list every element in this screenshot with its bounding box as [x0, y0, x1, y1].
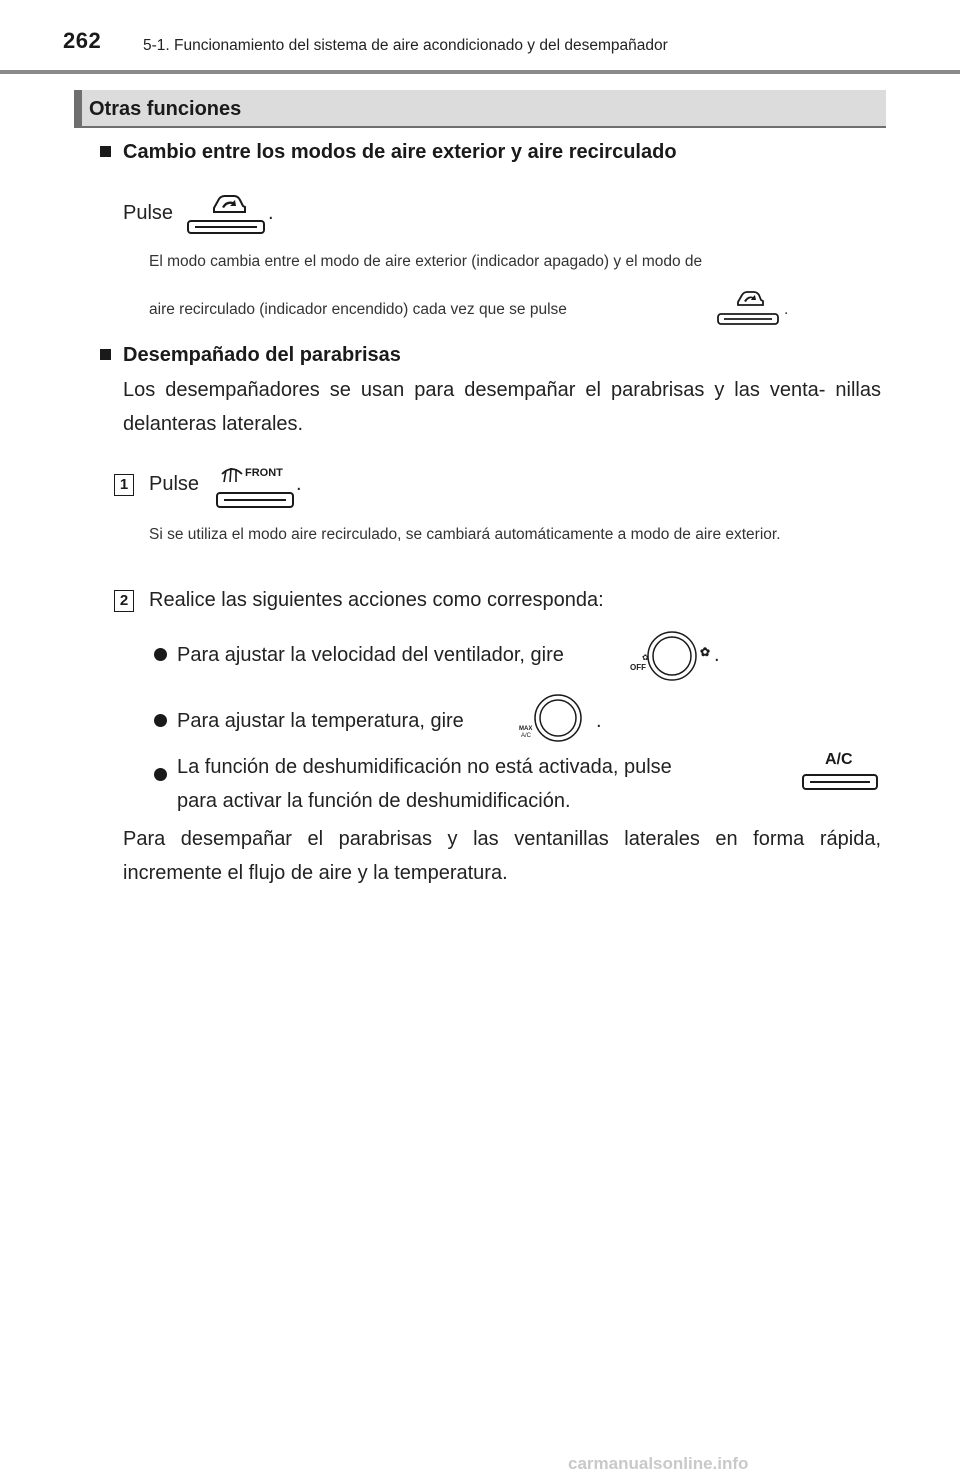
step2-text: Realice las siguientes acciones como cor…: [149, 589, 604, 611]
fan-speed-knob-icon: ✿ OFF ✿: [626, 628, 714, 684]
defog-heading: Desempañado del parabrisas: [123, 344, 401, 366]
max-ac-label: A/C: [521, 733, 532, 739]
ac-label: A/C: [825, 751, 853, 768]
fan-speed-period: .: [714, 644, 720, 666]
section-band: [74, 90, 886, 128]
svg-text:✿: ✿: [700, 645, 710, 659]
header-rule: [0, 70, 960, 74]
recirc-heading: Cambio entre los modos de aire exterior …: [123, 141, 677, 163]
recirc-note-period: .: [784, 301, 789, 318]
ac-text-line2: para activar la función de deshumidifica…: [177, 790, 571, 812]
step1-period: .: [296, 473, 302, 495]
square-bullet: [100, 349, 111, 360]
chapter-title: 5-1. Funcionamiento del sistema de aire …: [143, 37, 668, 54]
max-label: MAX: [519, 726, 532, 732]
square-bullet: [100, 146, 111, 157]
front-label: FRONT: [245, 467, 283, 479]
step1-pulse-label: Pulse: [149, 473, 200, 495]
page-number: 262: [63, 28, 102, 53]
ac-button-icon: A/C: [801, 744, 881, 796]
step-number-2: 2: [114, 590, 134, 612]
round-bullet: [154, 768, 167, 781]
ac-text: La función de deshumidificación no está …: [177, 756, 672, 778]
temperature-text: Para ajustar la temperatura, gire: [177, 710, 464, 732]
step-number-1: 1: [114, 474, 134, 496]
recirculation-button-icon: [186, 190, 266, 236]
fan-off-label: OFF: [630, 663, 646, 672]
fan-speed-text: Para ajustar la velocidad del ventilador…: [177, 644, 564, 666]
recirc-note-line1: El modo cambia entre el modo de aire ext…: [149, 253, 703, 270]
svg-text:✿: ✿: [642, 653, 649, 662]
round-bullet: [154, 648, 167, 661]
section-title: Otras funciones: [89, 98, 242, 120]
closing-paragraph: Para desempañar el parabrisas y las vent…: [123, 828, 881, 884]
recirc-pulse-label: Pulse: [123, 202, 174, 224]
recirc-period: .: [268, 202, 274, 224]
defog-intro: Los desempañadores se usan para desempañ…: [123, 379, 881, 435]
temperature-period: .: [596, 710, 602, 732]
step1-note: Si se utiliza el modo aire recirculado, …: [149, 526, 781, 543]
round-bullet: [154, 714, 167, 727]
recirc-note-line2: aire recirculado (indicador encendido) c…: [149, 301, 567, 318]
temperature-knob-icon: MAX A/C: [516, 692, 586, 748]
front-defogger-button-icon: FRONT: [214, 460, 296, 512]
recirculation-button-icon: [716, 287, 780, 327]
watermark: carmanualsonline.info: [568, 1454, 749, 1473]
